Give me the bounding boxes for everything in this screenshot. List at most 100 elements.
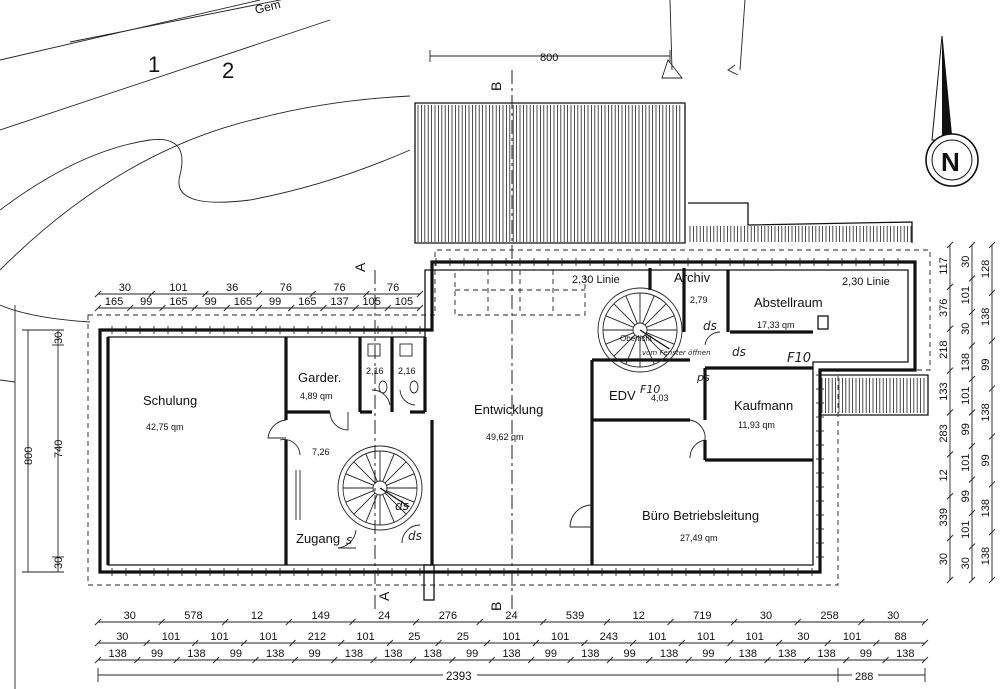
area-buero: 27,49 qm <box>680 533 718 543</box>
dim-value: 76 <box>387 282 399 294</box>
dim-value: 105 <box>363 296 381 308</box>
dim-value: 76 <box>333 282 345 294</box>
area-entwicklung: 49,62 qm <box>486 432 524 442</box>
note-f10-right: F10 <box>787 351 811 366</box>
dim-value: 105 <box>395 296 413 308</box>
dim-value: 30 <box>760 610 772 622</box>
note-ds-zugang: ds <box>408 529 422 543</box>
dim-value: 101 <box>502 631 520 643</box>
room-labels: Schulung 42,75 qm Garder. 4,89 qm 2,16 2… <box>143 270 890 547</box>
dim-value: 117 <box>938 257 950 275</box>
dim-value: 30 <box>119 282 131 294</box>
dim-value: 30 <box>960 557 972 569</box>
dims-left: 800 740 30 30 <box>22 329 65 573</box>
dim-value: 101 <box>210 631 228 643</box>
section-lines: B B A A <box>352 70 513 611</box>
area-edv: 4,03 <box>651 393 669 403</box>
dim-value: 138 <box>424 648 442 660</box>
dim-value: 165 <box>298 296 316 308</box>
handwritten-notes: F10 F10 ds ds ds ds ps vom Fenster öffne… <box>395 319 811 543</box>
street-scribble-1: 1 <box>148 52 160 77</box>
street-scribble-2: 2 <box>222 58 234 83</box>
room-garder: Garder. <box>298 370 341 385</box>
area-garder: 4,89 qm <box>300 391 333 401</box>
dim-value: 138 <box>980 308 992 326</box>
dim-value: 128 <box>980 260 992 278</box>
dim-value: 539 <box>566 610 584 622</box>
dim-left-740: 740 <box>53 440 65 458</box>
note-fenster: vom Fenster öffnen <box>642 349 711 357</box>
dim-value: 101 <box>843 631 861 643</box>
dim-value: 88 <box>895 631 907 643</box>
dim-value: 99 <box>308 648 320 660</box>
dim-value: 283 <box>938 424 950 442</box>
dim-value: 99 <box>960 423 972 435</box>
area-archiv: 2,79 <box>690 295 708 305</box>
dim-value: 30 <box>116 631 128 643</box>
dim-value: 12 <box>251 610 263 622</box>
dim-value: 99 <box>624 648 636 660</box>
dim-value: 99 <box>466 648 478 660</box>
dim-left-800: 800 <box>23 447 35 465</box>
terrace-hatch <box>417 105 681 242</box>
dim-value: 165 <box>234 296 252 308</box>
dim-value: 99 <box>980 454 992 466</box>
dim-value: 138 <box>896 648 914 660</box>
dim-value: 101 <box>697 631 715 643</box>
dim-value: 138 <box>187 648 205 660</box>
dim-value: 25 <box>457 631 469 643</box>
dim-value: 99 <box>980 359 992 371</box>
dim-value: 24 <box>378 610 390 622</box>
note-ps: ps <box>696 371 710 384</box>
dim-value: 101 <box>960 454 972 472</box>
dim-value: 30 <box>124 610 136 622</box>
dim-value: 99 <box>702 648 714 660</box>
wc-fixtures <box>367 343 419 394</box>
dim-value: 99 <box>151 648 163 660</box>
dim-value: 12 <box>633 610 645 622</box>
note-ds-abstell: ds <box>732 345 746 359</box>
zugang-suffix: s <box>346 533 352 547</box>
area-schulung: 42,75 qm <box>146 422 184 432</box>
dim-value: 138 <box>266 648 284 660</box>
dim-value: 138 <box>660 648 678 660</box>
dim-value: 138 <box>581 648 599 660</box>
area-kaufmann: 11,93 qm <box>738 420 775 430</box>
north-arrow: N <box>925 35 979 187</box>
abstellraum-fixture <box>817 315 829 330</box>
interior-walls <box>106 268 813 565</box>
note-ds-stair: ds <box>395 499 409 513</box>
room-schulung: Schulung <box>143 393 197 408</box>
dim-value: 133 <box>938 382 950 400</box>
room-abstellraum: Abstellraum <box>754 295 823 310</box>
dim-value: 101 <box>356 631 374 643</box>
top-dimension: 800 <box>429 50 671 64</box>
dim-800-top: 800 <box>540 52 558 64</box>
dim-value: 165 <box>105 296 123 308</box>
room-buero: Büro Betriebsleitung <box>642 508 759 523</box>
skylight-grid <box>454 269 586 316</box>
stair-hatch-right <box>821 378 925 413</box>
section-a-bottom: A <box>376 591 392 601</box>
area-wc1: 2,16 <box>366 366 384 376</box>
oberlicht-label: Oberlicht <box>620 334 653 343</box>
section-b-top: B <box>488 82 504 91</box>
dim-value: 30 <box>960 256 972 268</box>
dim-total-right: 288 <box>855 671 873 683</box>
dim-value: 138 <box>502 648 520 660</box>
dim-value: 138 <box>817 648 835 660</box>
dim-value: 138 <box>109 648 127 660</box>
north-label: N <box>941 147 960 177</box>
dim-value: 101 <box>162 631 180 643</box>
dim-value: 30 <box>938 553 950 565</box>
dim-value: 101 <box>960 521 972 539</box>
dim-left-30-top: 30 <box>53 332 65 344</box>
dim-value: 149 <box>311 610 329 622</box>
dim-value: 138 <box>980 547 992 565</box>
